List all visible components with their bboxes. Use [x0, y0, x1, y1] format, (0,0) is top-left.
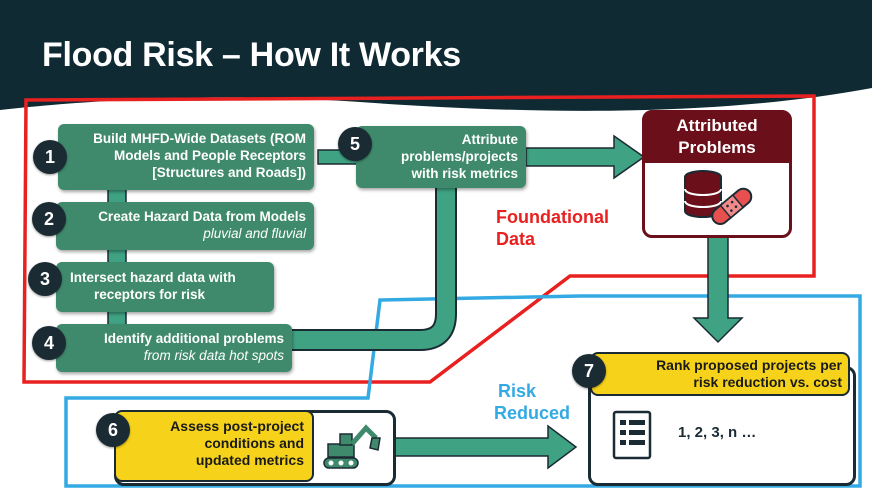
- excavator-icon: [323, 424, 381, 469]
- step-2-text: Create Hazard Data from Models: [98, 209, 306, 224]
- step-3-text: Intersect hazard data with: [70, 270, 236, 285]
- step-6-text: Assess post-project: [170, 418, 304, 434]
- step-3-badge: 3: [28, 262, 62, 296]
- step-7-badge: 7: [572, 354, 606, 388]
- step-1-box: Build MHFD-Wide Datasets (ROM Models and…: [58, 124, 314, 190]
- step-7-box: Rank proposed projects per risk reductio…: [590, 352, 850, 396]
- page-title: Flood Risk – How It Works: [42, 36, 461, 74]
- step-4-text: Identify additional problems: [103, 331, 284, 346]
- attributed-problems-title: Attributed Problems: [645, 113, 789, 163]
- bandage-icon: [711, 187, 753, 225]
- arrow-to-ranking: [692, 233, 744, 344]
- step-7-text: Rank proposed projects per: [656, 357, 842, 373]
- step-1-text: Build MHFD-Wide Datasets (ROM: [93, 131, 306, 146]
- risk-reduced-label: Risk Reduced: [494, 381, 571, 423]
- ranking-list: 1, 2, 3, n …: [678, 424, 757, 441]
- step-3-box: Intersect hazard data with receptors for…: [56, 262, 274, 312]
- step-4-box: Identify additional problems from risk d…: [56, 324, 292, 372]
- foundational-data-outline: [22, 94, 816, 384]
- arrow-to-ranking-from-step6: [391, 424, 578, 470]
- step-4-badge: 4: [32, 326, 66, 360]
- step-1-badge: 1: [33, 140, 67, 174]
- step-2-box: Create Hazard Data from Models pluvial a…: [56, 202, 314, 250]
- attributed-problems-panel: Attributed Problems: [642, 110, 792, 238]
- risk-reduced-outline: [64, 294, 862, 488]
- step-6-badge: 6: [96, 413, 130, 447]
- step-6-box: Assess post-project conditions and updat…: [114, 410, 314, 482]
- step-2-badge: 2: [32, 202, 66, 236]
- header-band: [0, 0, 872, 111]
- checklist-icon: [612, 410, 652, 460]
- step-5-text: Attribute: [461, 132, 518, 147]
- arrow-to-attributed-problems: [525, 134, 646, 180]
- step-5-box: Attribute problems/projects with risk me…: [356, 126, 526, 188]
- foundational-data-label: Foundational Data: [496, 207, 609, 249]
- step-5-badge: 5: [338, 127, 372, 161]
